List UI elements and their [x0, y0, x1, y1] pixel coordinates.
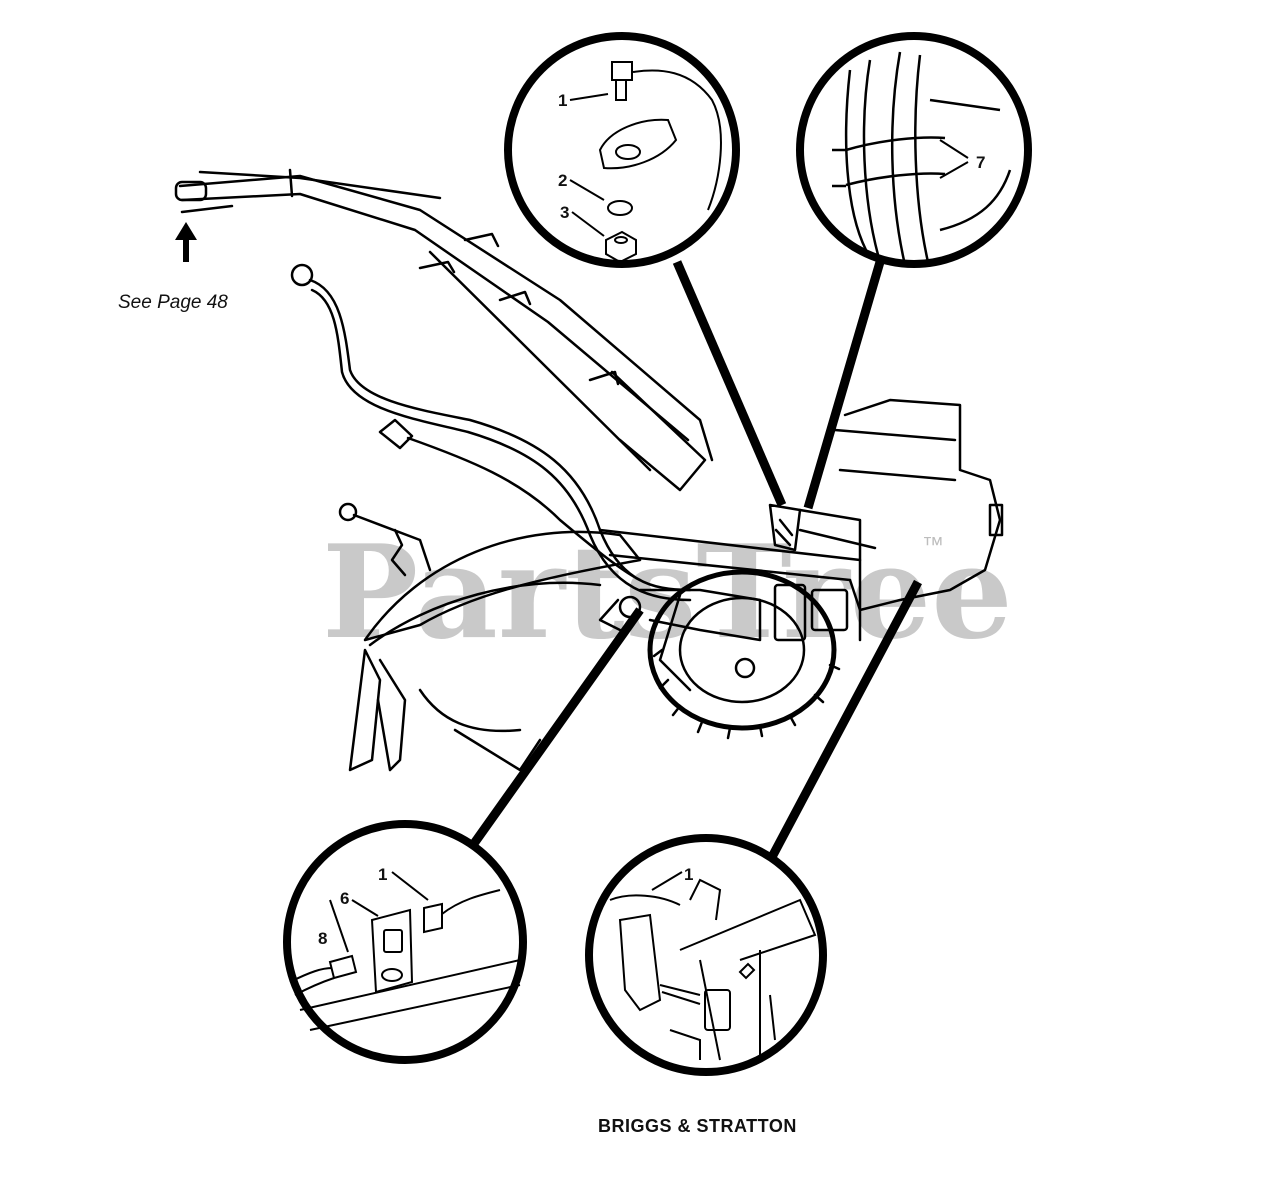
callout-label: 2	[558, 171, 567, 190]
tine-hood	[348, 530, 642, 772]
engine	[768, 398, 1004, 612]
callout-label: 3	[560, 203, 569, 222]
drive-wheel	[647, 569, 841, 740]
detail-circle-cable-ties: 7	[796, 32, 1032, 268]
tiller-illustration	[174, 168, 1004, 860]
callout-label: 7	[976, 153, 985, 172]
callout-label: 6	[340, 889, 349, 908]
callout-label: 1	[378, 865, 387, 884]
callout-label: 8	[318, 929, 327, 948]
watermark: PartsTree ™	[322, 518, 1013, 668]
reference-arrow: See Page 48	[118, 222, 228, 313]
detail-circle-switch-bracket: 1 6 8	[283, 820, 527, 1064]
callout-label: 1	[684, 865, 693, 884]
detail-circle-engine-linkage: 1	[585, 834, 827, 1076]
handlebar-assembly	[174, 168, 714, 492]
reference-note: See Page 48	[118, 292, 228, 313]
detail-leader-lines	[464, 260, 922, 860]
depth-lever	[338, 502, 432, 577]
diagram-caption: BRIGGS & STRATTON	[598, 1116, 797, 1136]
detail-circle-hardware: 1 2 3	[504, 32, 740, 268]
watermark-text: PartsTree	[322, 518, 1013, 668]
callout-label: 1	[558, 91, 567, 110]
trademark-symbol: ™	[922, 532, 944, 557]
